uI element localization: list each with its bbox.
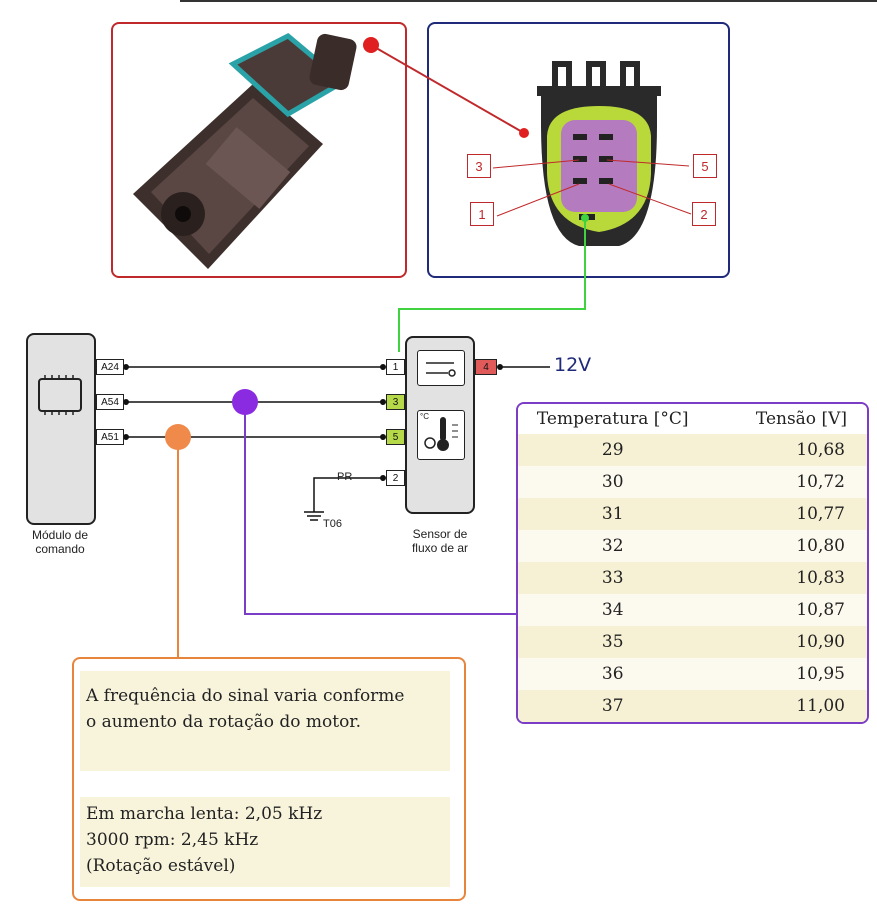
info-values: Em marcha lenta: 2,05 kHz 3000 rpm: 2,45… xyxy=(80,797,450,887)
cell-voltage: 10,77 xyxy=(796,504,845,524)
cell-temp: 37 xyxy=(601,696,624,716)
info-line-3: Em marcha lenta: 2,05 kHz xyxy=(86,804,323,824)
thermometer-icon: °C xyxy=(417,410,465,460)
flow-icon xyxy=(417,350,465,386)
sensor-pin-4: 4 xyxy=(475,359,497,375)
red-callout-dot xyxy=(363,37,379,53)
table-row: 31 10,77 xyxy=(518,498,867,530)
sensor-pin-1: 1 xyxy=(386,359,405,375)
control-module xyxy=(26,333,96,525)
cell-temp: 29 xyxy=(601,440,624,460)
cell-temp: 30 xyxy=(601,472,624,492)
temperature-unit: °C xyxy=(420,412,429,421)
sensor-label-line1: Sensor de xyxy=(412,527,468,541)
pr-label: PR xyxy=(337,471,353,483)
cell-temp: 34 xyxy=(601,600,624,620)
cell-voltage: 10,95 xyxy=(796,664,845,684)
purple-callout-dot xyxy=(232,389,258,415)
orange-callout-dot xyxy=(165,424,191,450)
red-callout-end xyxy=(519,128,529,138)
connector-label-2: 2 xyxy=(692,202,716,226)
chip-icon xyxy=(38,375,82,415)
air-flow-sensor: °C xyxy=(405,336,475,514)
top-rule xyxy=(180,0,877,2)
ground-label: T06 xyxy=(323,518,342,530)
table-header: Temperatura [°C] Tensão [V] xyxy=(518,404,867,434)
connector-frame xyxy=(427,22,730,278)
sensor-pin-5: 5 xyxy=(386,429,405,445)
table-row: 35 10,90 xyxy=(518,626,867,658)
table-row: 32 10,80 xyxy=(518,530,867,562)
cell-voltage: 10,68 xyxy=(796,440,845,460)
info-line-2: o aumento da rotação do motor. xyxy=(86,712,361,732)
cell-voltage: 11,00 xyxy=(796,696,845,716)
sensor-photo-frame xyxy=(111,22,407,278)
module-pin-a51: A51 xyxy=(96,429,124,445)
table-row: 37 11,00 xyxy=(518,690,867,722)
green-callout-dot xyxy=(581,214,589,222)
cell-temp: 31 xyxy=(601,504,624,524)
wire-ground xyxy=(313,477,383,512)
connector-illustration xyxy=(492,61,692,246)
connector-label-3: 3 xyxy=(467,154,491,178)
purple-callout-line xyxy=(244,402,516,615)
temperature-voltage-table: Temperatura [°C] Tensão [V] 29 10,68 30 10… xyxy=(516,402,869,724)
table-row: 30 10,72 xyxy=(518,466,867,498)
info-description: A frequência do sinal varia conforme o a… xyxy=(80,671,450,771)
cell-voltage: 10,90 xyxy=(796,632,845,652)
maf-sensor-illustration xyxy=(133,33,357,269)
module-pin-a54: A54 xyxy=(96,394,124,410)
cell-temp: 35 xyxy=(601,632,624,652)
module-label-line2: comando xyxy=(35,542,85,556)
sensor-label-line2: fluxo de ar xyxy=(411,541,469,555)
table-row: 34 10,87 xyxy=(518,594,867,626)
info-line-4: 3000 rpm: 2,45 kHz xyxy=(86,830,259,850)
header-voltage: Tensão [V] xyxy=(755,409,847,429)
sensor-pin-3: 3 xyxy=(386,394,405,410)
info-line-5: (Rotação estável) xyxy=(86,856,236,876)
cell-voltage: 10,72 xyxy=(796,472,845,492)
cell-temp: 36 xyxy=(601,664,624,684)
cell-temp: 33 xyxy=(601,568,624,588)
cell-voltage: 10,83 xyxy=(796,568,845,588)
cell-voltage: 10,87 xyxy=(796,600,845,620)
module-label-line1: Módulo de xyxy=(31,528,89,542)
table-row: 36 10,95 xyxy=(518,658,867,690)
sensor-label: Sensor de fluxo de ar xyxy=(390,527,490,555)
info-line-1: A frequência do sinal varia conforme xyxy=(86,686,405,706)
module-pin-a24: A24 xyxy=(96,359,124,375)
red-callout-line xyxy=(370,44,525,134)
frequency-info-box: A frequência do sinal varia conforme o a… xyxy=(72,657,466,901)
green-callout-line xyxy=(398,218,586,352)
connector-label-5: 5 xyxy=(693,154,717,178)
table-row: 33 10,83 xyxy=(518,562,867,594)
cell-temp: 32 xyxy=(601,536,624,556)
sensor-pin-2: 2 xyxy=(386,470,405,486)
header-temperature: Temperatura [°C] xyxy=(536,409,689,429)
supply-12v-label: 12V xyxy=(554,354,592,376)
cell-voltage: 10,80 xyxy=(796,536,845,556)
connector-label-1: 1 xyxy=(470,202,494,226)
module-label: Módulo de comando xyxy=(10,528,110,556)
table-row: 29 10,68 xyxy=(518,434,867,466)
